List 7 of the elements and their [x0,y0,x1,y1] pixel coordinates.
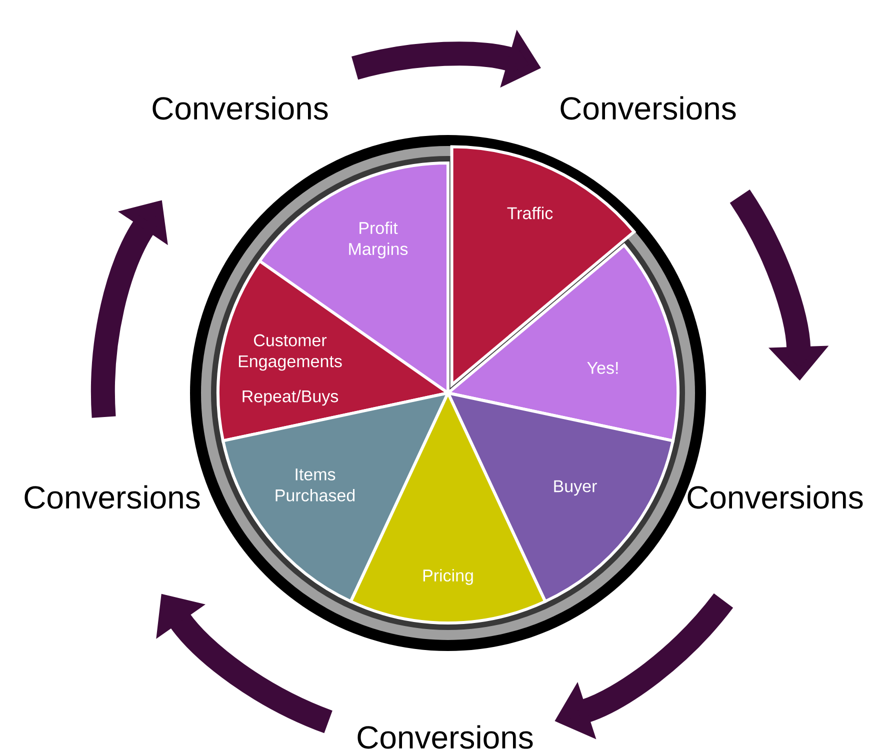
pie-slice: Yes! [446,244,680,442]
cycle-label: Conversions [560,96,736,120]
cycle-label: Conversions [152,96,328,120]
cycle-label: Conversions [688,485,863,509]
cycle-label: Conversions [358,725,533,749]
cycle-label: Conversions [24,485,200,509]
pie-slice: Customer Engagements Repeat/Buys [216,260,450,442]
